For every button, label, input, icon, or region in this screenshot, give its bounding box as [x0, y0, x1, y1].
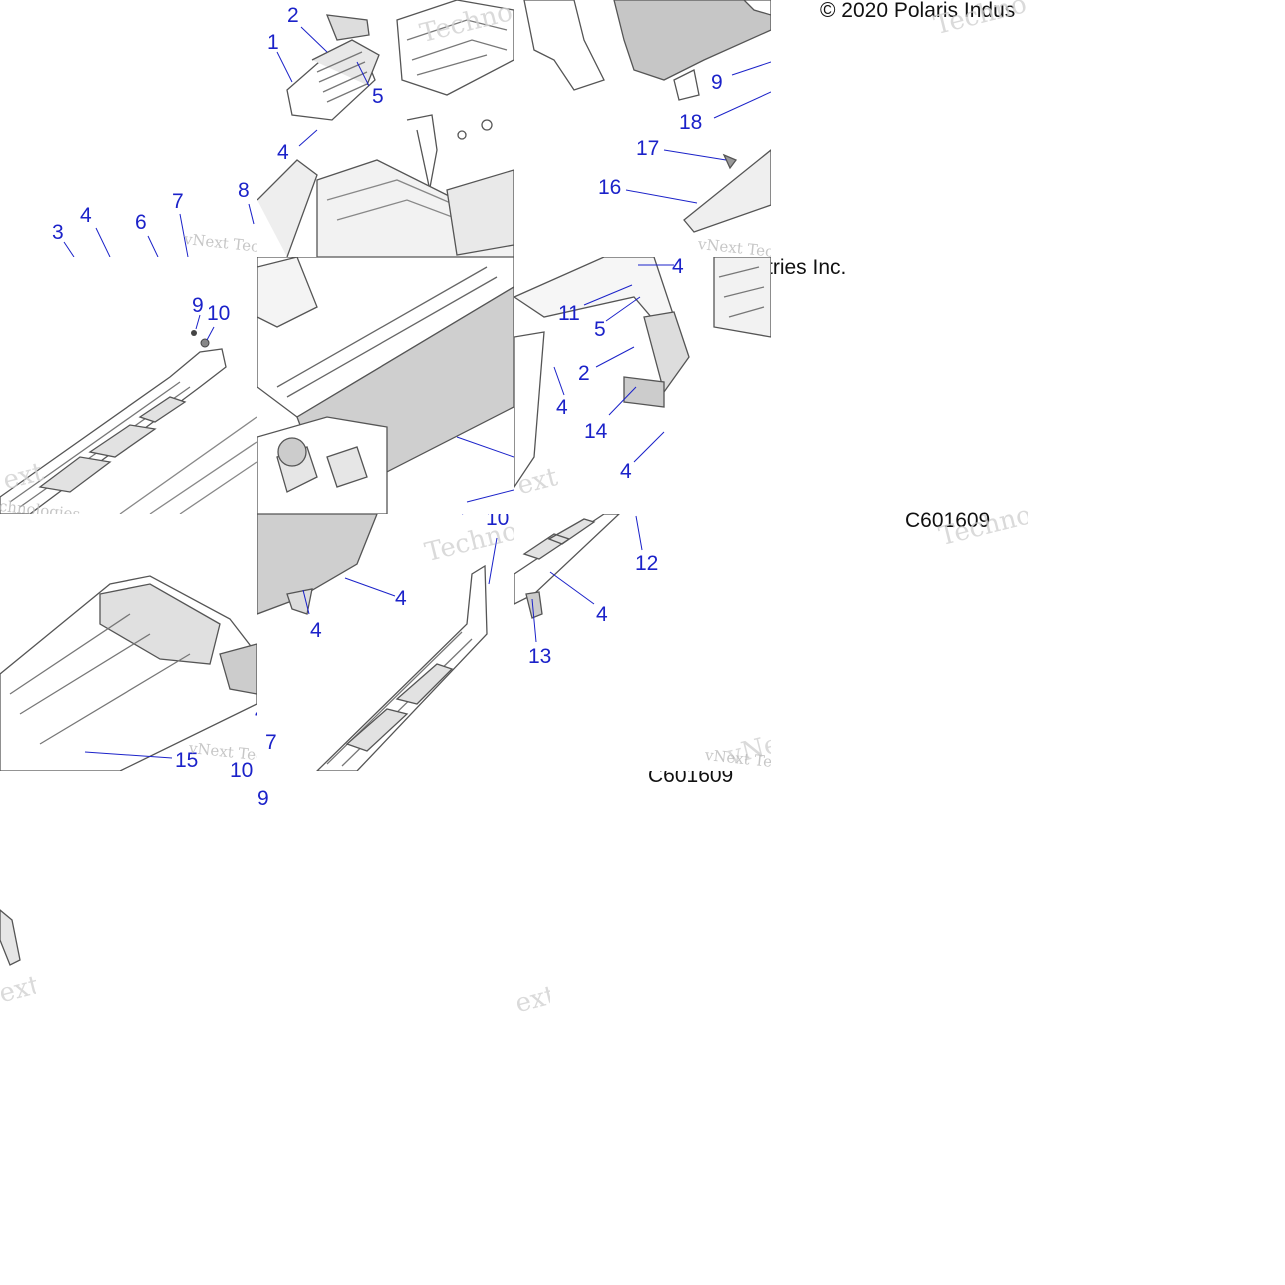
callout-10-mid: 10: [486, 514, 510, 530]
diagram-code-text: C601609: [905, 509, 991, 532]
callout-5-right: 5: [594, 318, 606, 341]
callout-18: 18: [679, 111, 703, 134]
tile-r3c3-drawing: [514, 514, 643, 643]
callout-4-upper: 4: [672, 257, 684, 278]
diagram-tile-r4c3-fragment: ext: [514, 980, 550, 1028]
tile-r3c1-drawing: [0, 575, 257, 771]
tile-r2c1-drawing: [0, 314, 257, 514]
tile-r4c1-drawing: [0, 909, 21, 966]
diagram-tile-r1c2: 2 1 5 4 Techno: [257, 0, 514, 257]
diagram-tile-r3c1: 15 4 vNext Tec: [0, 514, 257, 771]
callout-10: 10: [207, 302, 231, 325]
diagram-tile-r2c1: 9 10 ext chnologies: [0, 257, 257, 514]
callout-13: 13: [528, 645, 552, 668]
callout-9-left: 9: [192, 294, 204, 317]
callout-14: 14: [584, 420, 608, 443]
diagram-code-partial: C601609: [648, 771, 734, 785]
callout-4: 4: [277, 141, 289, 164]
diagram-tile-r2c3: 4 11 5 2 4 14 4 ext: [514, 257, 771, 514]
diagram-tile-r3c3: 12 4 13 vNe vNext Te: [514, 514, 771, 771]
callout-3: 3: [52, 221, 64, 244]
callout-6: 6: [135, 211, 147, 234]
callout-4-rail: 4: [596, 603, 608, 626]
diagram-tile-r1c1: 3 4 6 7 8 vNext Tec: [0, 180, 257, 257]
callout-4-lower-mid: 4: [395, 587, 407, 610]
callout-12: 12: [635, 552, 659, 575]
callout-9-bottom: 9: [257, 787, 269, 810]
callout-1: 1: [267, 31, 279, 54]
callout-5: 5: [372, 85, 384, 108]
tile-r3c2-drawing: [257, 514, 498, 771]
callout-16: 16: [598, 176, 622, 199]
watermark-ext-4: ext: [514, 980, 550, 1020]
callout-7-bottom: 7: [265, 731, 277, 754]
callout-17: 17: [636, 137, 660, 160]
diagram-tile-r3c4: C601609 Techno: [771, 505, 1028, 555]
diagram-tile-r2c2: [257, 257, 514, 514]
callout-4-mid: 4: [556, 396, 568, 419]
callout-11: 11: [558, 302, 580, 325]
copyright-tail-text: tries Inc.: [771, 257, 847, 279]
callout-2-right: 2: [578, 362, 590, 385]
diagram-tile-r1c4: © 2020 Polaris Indus Techno: [771, 0, 1028, 257]
callout-10-bottom: 10: [230, 759, 254, 782]
diagram-tile-r2c4: tries Inc.: [771, 257, 871, 287]
tile-r2c2-drawing: [257, 257, 514, 514]
copyright-text: © 2020 Polaris Indus: [820, 0, 1016, 22]
diagram-tile-r4c1-fragment: ext: [0, 900, 36, 1028]
tile-r1c1-drawing: [63, 203, 255, 257]
callout-9: 9: [711, 71, 723, 94]
tile-r1c2-drawing: [257, 0, 514, 257]
callout-7: 7: [172, 190, 184, 213]
callout-8: 8: [238, 180, 250, 202]
tile-r1c3-drawing: [523, 0, 771, 233]
diagram-tile-r3c2: 10 4 4 Techno: [257, 514, 514, 771]
callout-15: 15: [175, 749, 199, 771]
diagram-code-partial-box: C601609: [648, 771, 808, 785]
diagram-tile-r1c3: 9 18 17 16 vNext Tec: [514, 0, 771, 257]
callout-4-lower: 4: [620, 460, 632, 483]
callout-4-bottom-left: 4: [255, 702, 257, 723]
callout-4-top-left: 4: [80, 204, 92, 227]
callout-2: 2: [287, 4, 299, 27]
callout-4-panel: 4: [310, 619, 322, 642]
tile-r2c3-drawing: [514, 257, 771, 489]
